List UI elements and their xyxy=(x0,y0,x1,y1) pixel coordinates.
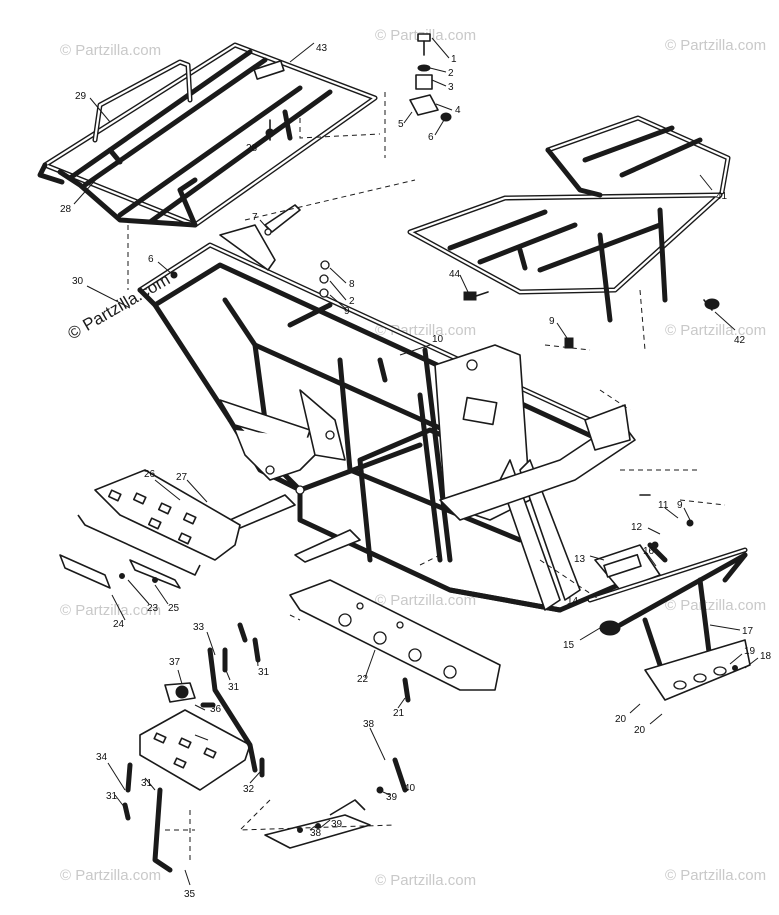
front-rack xyxy=(407,115,731,323)
rear-rack xyxy=(37,42,378,228)
callout-23: 23 xyxy=(147,603,159,614)
callout-20: 20 xyxy=(615,714,627,725)
callout-27: 27 xyxy=(176,472,188,483)
callout-25: 25 xyxy=(168,603,180,614)
callout-19: 19 xyxy=(744,646,756,657)
callout-30: 30 xyxy=(72,276,84,287)
callout-31: 31 xyxy=(258,667,270,678)
callout-38b: 38 xyxy=(310,828,322,839)
watermark-tile: © Partzilla.com xyxy=(665,322,766,339)
callout-32: 32 xyxy=(243,784,255,795)
callout-29: 29 xyxy=(75,91,87,102)
watermark-tile: © Partzilla.com xyxy=(60,602,161,619)
watermark-tile: © Partzilla.com xyxy=(665,37,766,54)
brake-pedal-assembly xyxy=(122,622,408,873)
callout-42: 42 xyxy=(734,335,746,346)
callout-13: 13 xyxy=(574,554,586,565)
callout-1: 1 xyxy=(451,54,457,65)
callout-35: 35 xyxy=(184,889,196,900)
callout-18: 18 xyxy=(760,651,772,662)
front-bumper-assembly xyxy=(587,519,751,701)
callout-28b: 28 xyxy=(60,204,72,215)
watermark-tile: © Partzilla.com xyxy=(665,867,766,884)
callout-26: 26 xyxy=(144,469,156,480)
callout-12: 12 xyxy=(631,522,643,533)
assembly-lines xyxy=(127,92,726,860)
callout-43: 43 xyxy=(316,43,328,54)
callout-9c: 9 xyxy=(549,316,555,327)
callout-31c: 31 xyxy=(141,778,153,789)
watermark-tile: © Partzilla.com xyxy=(375,872,476,889)
callout-24: 24 xyxy=(113,619,125,630)
callout-41: 41 xyxy=(716,191,728,202)
callout-8: 8 xyxy=(349,279,355,290)
callout-38: 38 xyxy=(363,719,375,730)
callout-37: 37 xyxy=(169,657,181,668)
callout-22: 22 xyxy=(357,674,369,685)
callout-2b: 2 xyxy=(349,296,355,307)
callout-34: 34 xyxy=(96,752,108,763)
callout-10: 10 xyxy=(432,334,444,345)
watermark-tile: © Partzilla.com xyxy=(665,597,766,614)
callout-3: 3 xyxy=(448,82,454,93)
watermark-tiles: © Partzilla.com © Partzilla.com © Partzi… xyxy=(60,27,766,889)
callout-36: 36 xyxy=(210,704,222,715)
callout-15: 15 xyxy=(563,640,575,651)
watermark-tile: © Partzilla.com xyxy=(60,867,161,884)
callout-6: 6 xyxy=(428,132,434,143)
callout-numbers: 1 2 3 4 5 6 7 8 2 9 10 11 9 12 13 14 15 … xyxy=(60,43,772,900)
main-frame xyxy=(137,224,636,613)
callout-7: 7 xyxy=(252,212,258,223)
callout-16: 16 xyxy=(643,546,655,557)
callout-28: 28 xyxy=(246,143,258,154)
callout-39: 39 xyxy=(386,792,398,803)
watermark-tile: © Partzilla.com xyxy=(60,42,161,59)
callout-5: 5 xyxy=(398,119,404,130)
callout-9b: 9 xyxy=(677,500,683,511)
callout-40: 40 xyxy=(404,783,416,794)
callout-4: 4 xyxy=(455,105,461,116)
callout-31d: 31 xyxy=(106,791,118,802)
callout-31b: 31 xyxy=(228,682,240,693)
callout-9: 9 xyxy=(344,306,350,317)
callout-33: 33 xyxy=(193,622,205,633)
callout-17: 17 xyxy=(742,626,754,637)
callout-11: 11 xyxy=(658,500,669,511)
callout-39b: 39 xyxy=(331,819,343,830)
callout-21: 21 xyxy=(393,708,405,719)
callout-44: 44 xyxy=(449,269,461,280)
left-footrest-assembly xyxy=(59,469,241,589)
callout-20b: 20 xyxy=(634,725,646,736)
skid-plate xyxy=(289,579,501,703)
callout-14: 14 xyxy=(567,596,579,607)
leader-lines xyxy=(73,37,759,886)
watermark-tile: © Partzilla.com xyxy=(375,592,476,609)
mounting-hardware xyxy=(170,33,720,496)
callout-2: 2 xyxy=(448,68,454,79)
callout-6b: 6 xyxy=(148,254,154,265)
